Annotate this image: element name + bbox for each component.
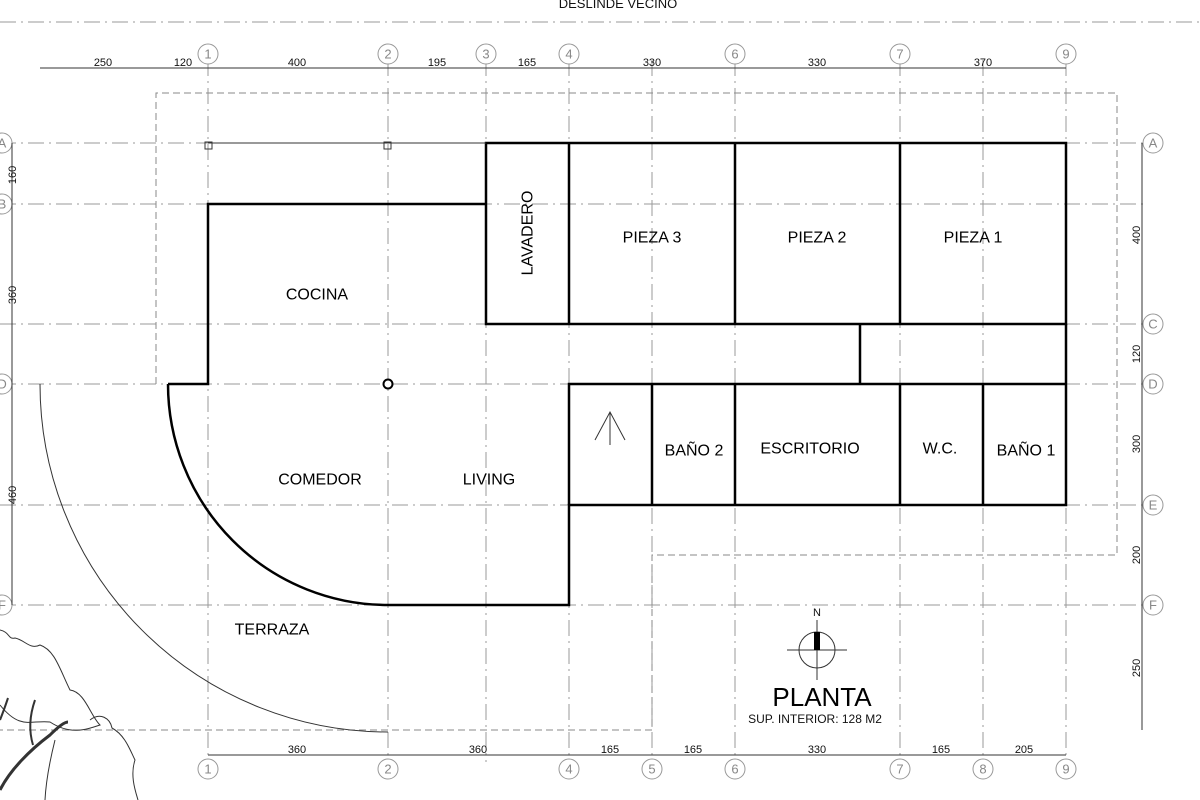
grid-bubble-left: A <box>0 132 13 154</box>
grid-bubble-bottom: 4 <box>558 758 580 780</box>
dimension-label: 400 <box>288 57 306 69</box>
svg-text:F: F <box>0 598 6 613</box>
room-wc: W.C. <box>923 441 958 458</box>
grid-bubble-bottom: 5 <box>641 758 663 780</box>
north-arrow-icon: N <box>787 607 847 680</box>
svg-text:2: 2 <box>384 762 391 777</box>
stair-arrow-icon <box>594 410 626 445</box>
dimension-label: 160 <box>7 166 19 184</box>
grid-bubble-top: 3 <box>475 43 497 65</box>
grid-bubble-bottom: 1 <box>197 758 219 780</box>
plan-subtitle: SUP. INTERIOR: 128 M2 <box>748 712 882 726</box>
dimension-label: 360 <box>469 744 487 756</box>
dimension-label: 120 <box>174 57 192 69</box>
svg-text:4: 4 <box>565 762 572 777</box>
dimension-label: 120 <box>1131 345 1143 363</box>
svg-text:N: N <box>813 607 821 619</box>
dimension-label: 360 <box>288 744 306 756</box>
room-pieza-1: PIEZA 1 <box>944 230 1003 247</box>
svg-text:D: D <box>1148 377 1157 392</box>
svg-text:1: 1 <box>204 762 211 777</box>
grid-bubble-right: E <box>1142 494 1164 516</box>
svg-text:A: A <box>0 136 7 151</box>
svg-text:9: 9 <box>1062 762 1069 777</box>
dimension-label: 370 <box>974 57 992 69</box>
tree-icon <box>0 629 139 800</box>
grid-bubble-top: 9 <box>1055 43 1077 65</box>
grid-bubble-top: 2 <box>377 43 399 65</box>
room-lavadero: LAVADERO <box>520 191 537 276</box>
room-terraza: TERRAZA <box>235 622 310 639</box>
dimension-label: 165 <box>601 744 619 756</box>
grid-bubble-top: 6 <box>724 43 746 65</box>
svg-text:9: 9 <box>1062 47 1069 62</box>
lot-boundary <box>0 92 1118 731</box>
terrace-arc <box>39 383 389 733</box>
dimension-label: 195 <box>428 57 446 69</box>
dimension-label: 250 <box>94 57 112 69</box>
dimension-label: 330 <box>643 57 661 69</box>
grid-bubble-bottom: 9 <box>1055 758 1077 780</box>
svg-text:7: 7 <box>896 762 903 777</box>
dimension-label: 165 <box>684 744 702 756</box>
svg-text:F: F <box>1149 598 1157 613</box>
room-pieza-3: PIEZA 3 <box>623 230 682 247</box>
room-living: LIVING <box>463 472 515 489</box>
svg-text:8: 8 <box>979 762 986 777</box>
room-cocina: COCINA <box>286 287 349 304</box>
room-bano-2: BAÑO 2 <box>665 440 724 460</box>
svg-text:4: 4 <box>565 47 572 62</box>
dimension-label: 165 <box>932 744 950 756</box>
dimension-label: 205 <box>1015 744 1033 756</box>
svg-text:7: 7 <box>896 47 903 62</box>
dimension-label: 400 <box>1131 226 1143 244</box>
dimension-label: 330 <box>808 57 826 69</box>
plan-title: PLANTA <box>772 682 872 712</box>
grid-bubble-right: A <box>1142 132 1164 154</box>
svg-text:2: 2 <box>384 47 391 62</box>
svg-text:B: B <box>0 197 6 212</box>
grid-bubble-top: 4 <box>558 43 580 65</box>
grid-bubble-bottom: 6 <box>724 758 746 780</box>
svg-text:6: 6 <box>731 762 738 777</box>
dimension-label: 200 <box>1131 546 1143 564</box>
grid-bubble-left: B <box>0 193 13 215</box>
svg-text:C: C <box>1148 317 1157 332</box>
svg-text:A: A <box>1149 136 1158 151</box>
grid-bubble-bottom: 7 <box>889 758 911 780</box>
room-pieza-2: PIEZA 2 <box>788 230 847 247</box>
svg-text:3: 3 <box>482 47 489 62</box>
grid-bubble-right: D <box>1142 373 1164 395</box>
grid-bubble-bottom: 8 <box>972 758 994 780</box>
dimension-label: 300 <box>1131 435 1143 453</box>
svg-text:E: E <box>1149 498 1158 513</box>
room-bano-1: BAÑO 1 <box>997 440 1056 460</box>
grid-bubble-top: 1 <box>197 43 219 65</box>
room-comedor: COMEDOR <box>278 472 362 489</box>
dimension-label: 330 <box>808 744 826 756</box>
svg-text:D: D <box>0 377 7 392</box>
dimension-label: 165 <box>518 57 536 69</box>
deslinde-label: DESLINDE VECINO <box>559 0 677 11</box>
grid-bubble-left: F <box>0 594 13 616</box>
svg-text:5: 5 <box>648 762 655 777</box>
dimension-label: 460 <box>7 486 19 504</box>
grid-bubble-bottom: 2 <box>377 758 399 780</box>
dimension-label: 250 <box>1131 659 1143 677</box>
walls <box>166 141 1068 607</box>
grid-bubble-left: D <box>0 373 13 395</box>
grid-bubble-right: C <box>1142 313 1164 335</box>
dimension-label: 360 <box>7 286 19 304</box>
room-escritorio: ESCRITORIO <box>760 441 859 458</box>
grid-bubble-right: F <box>1142 594 1164 616</box>
svg-text:6: 6 <box>731 47 738 62</box>
grid-bubble-top: 7 <box>889 43 911 65</box>
svg-text:1: 1 <box>204 47 211 62</box>
